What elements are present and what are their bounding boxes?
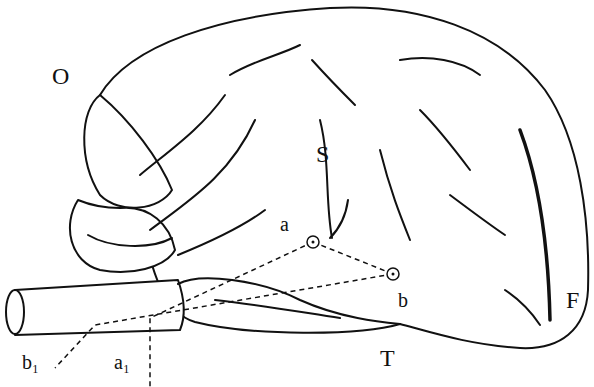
part-label: F xyxy=(566,288,579,312)
part-label: O xyxy=(52,64,69,88)
part-label: b xyxy=(398,290,408,310)
part-label: b₁ xyxy=(22,352,39,372)
part-label: S xyxy=(316,142,329,166)
part-label: a xyxy=(280,214,289,234)
part-label: T xyxy=(380,346,395,370)
part-label: a₁ xyxy=(114,352,130,372)
